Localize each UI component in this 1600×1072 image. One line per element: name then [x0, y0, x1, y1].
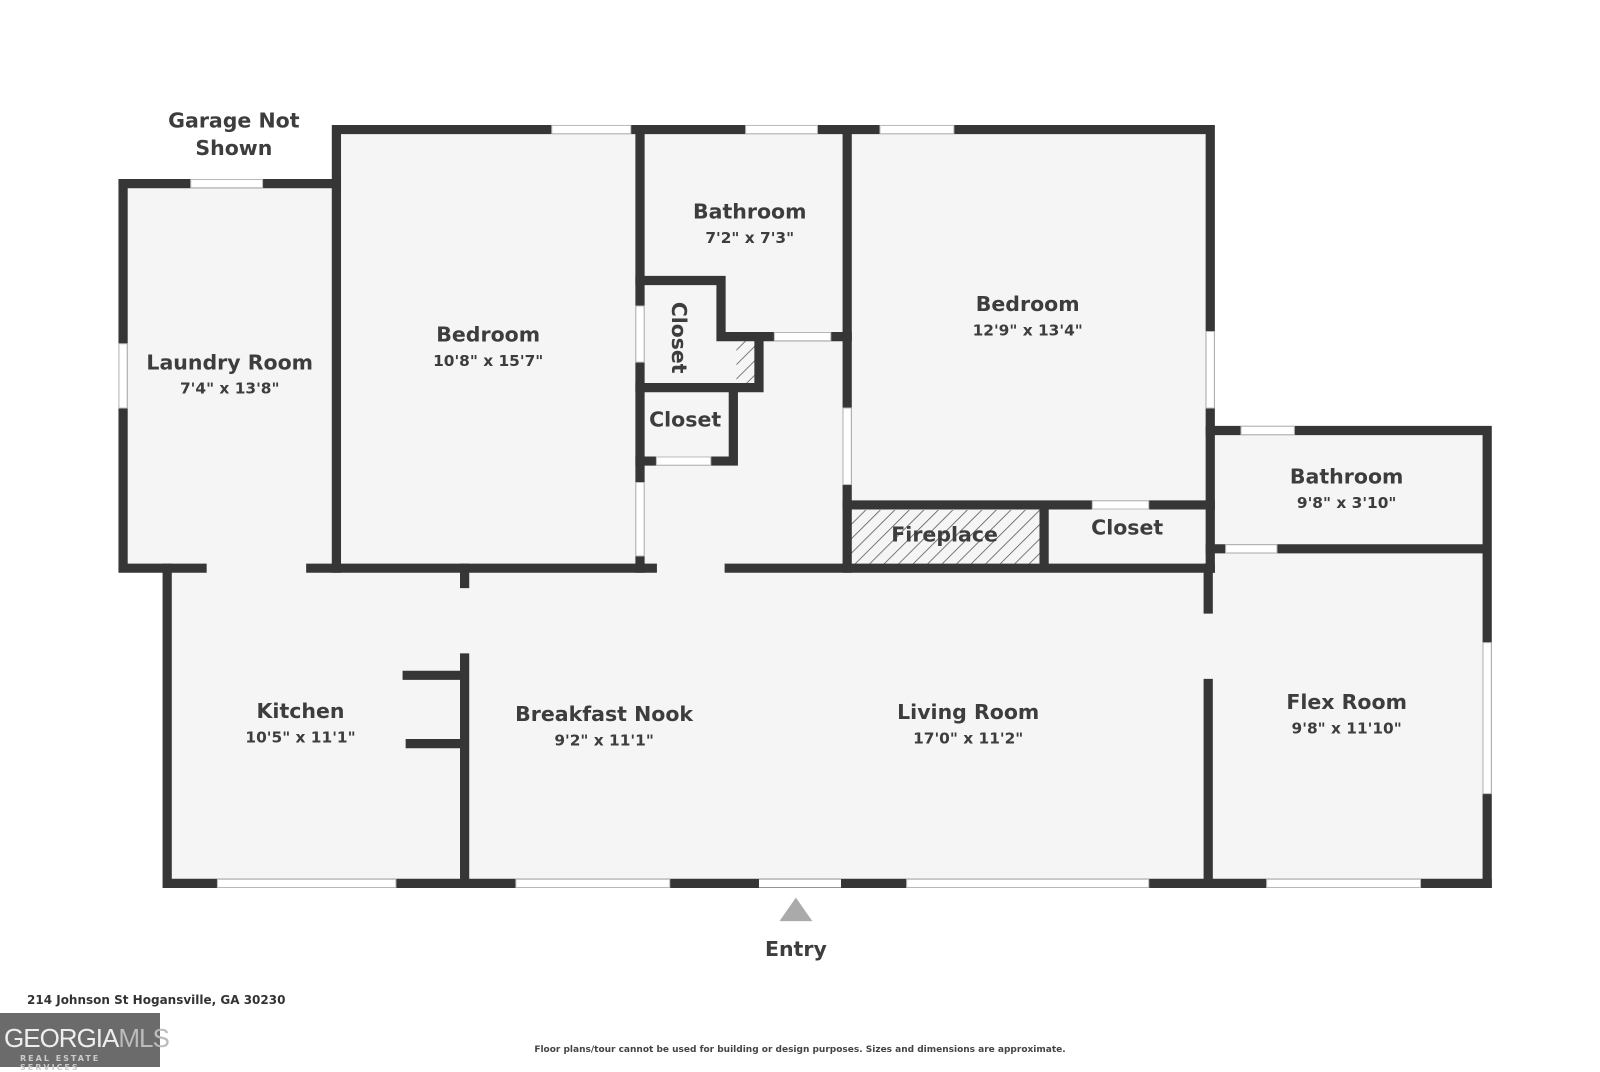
laundry-dim: 7'4" x 13'8"	[180, 380, 280, 398]
bedroom1-dim: 10'8" x 15'7"	[433, 352, 543, 370]
closet-a-name: Closet	[667, 302, 691, 374]
kitchen-dim: 10'5" x 11'1"	[245, 729, 355, 747]
bedroom2-dim: 12'9" x 13'4"	[973, 322, 1083, 340]
closet-c-name: Closet	[1091, 516, 1163, 540]
logo-tagline: REAL ESTATE SERVICES	[20, 1054, 101, 1072]
chimney-hatch	[736, 339, 757, 388]
bathroom1-dim: 7'2" x 7'3"	[705, 229, 794, 247]
garage-note-line2: Shown	[195, 136, 272, 160]
fireplace-name: Fireplace	[891, 523, 998, 547]
fireplace-hatch	[851, 510, 1042, 565]
entry-label: Entry	[765, 937, 827, 961]
address: 214 Johnson St Hogansville, GA 30230	[27, 993, 286, 1007]
nook-dim: 9'2" x 11'1"	[554, 732, 654, 750]
bedroom1-name: Bedroom	[436, 323, 540, 347]
living-dim: 17'0" x 11'2"	[913, 730, 1023, 748]
bathroom2-name: Bathroom	[1290, 465, 1403, 489]
bedroom2-name: Bedroom	[976, 292, 1080, 316]
kitchen-name: Kitchen	[257, 699, 345, 723]
nook-name: Breakfast Nook	[515, 702, 693, 726]
bathroom1-name: Bathroom	[693, 199, 806, 223]
entry-arrow-icon	[779, 897, 813, 922]
closet-b-name: Closet	[649, 407, 721, 431]
garage-note-line1: Garage Not	[168, 109, 300, 133]
laundry-name: Laundry Room	[146, 350, 313, 374]
flex-name: Flex Room	[1286, 690, 1407, 714]
flex-dim: 9'8" x 11'10"	[1292, 719, 1402, 737]
living-name: Living Room	[897, 700, 1039, 724]
bathroom2-dim: 9'8" x 3'10"	[1297, 494, 1397, 512]
logo-wordmark: GEORGIAMLS	[4, 1023, 170, 1053]
floor-area	[123, 129, 1488, 884]
disclaimer: Floor plans/tour cannot be used for buil…	[534, 1045, 1066, 1055]
windows	[118, 124, 1492, 888]
georgia-mls-logo: GEORGIAMLS REAL ESTATE SERVICES	[0, 1013, 170, 1072]
